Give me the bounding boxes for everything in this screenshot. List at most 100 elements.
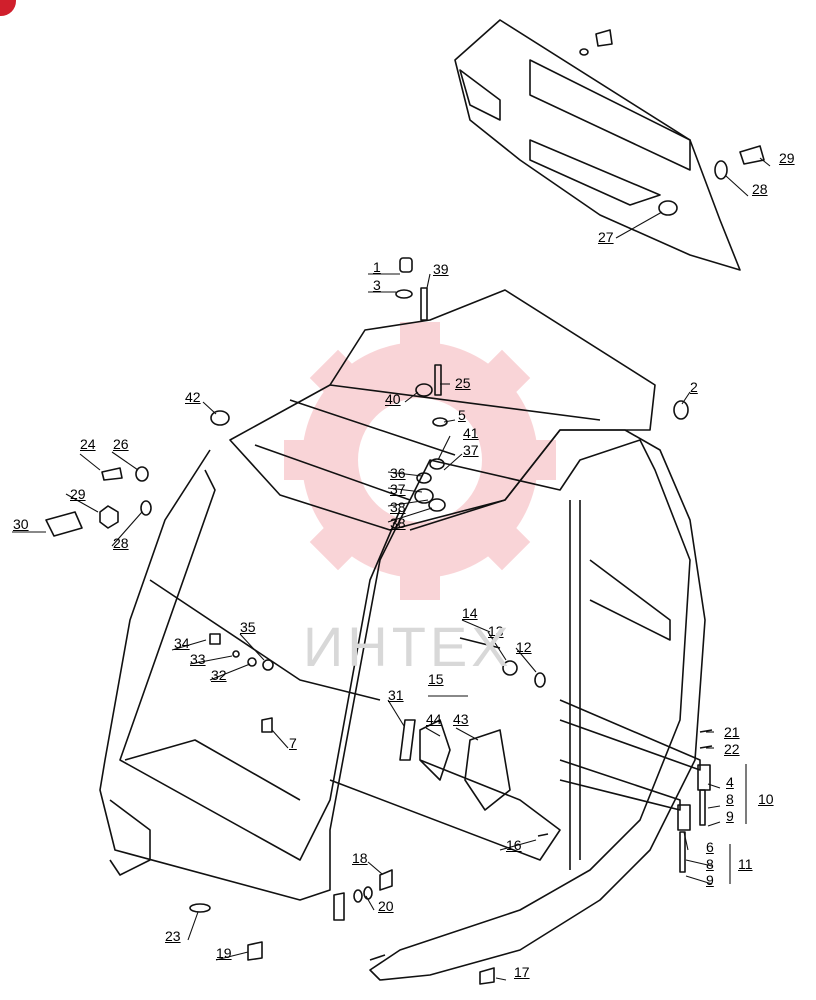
part-spring bbox=[699, 729, 713, 733]
callout-3: 3 bbox=[373, 277, 381, 293]
part-plate bbox=[247, 941, 263, 961]
part-ring bbox=[353, 889, 363, 903]
callout-6: 6 bbox=[706, 839, 714, 855]
part-grommet bbox=[189, 903, 211, 913]
parts bbox=[45, 29, 765, 985]
callout-38-lower: 38 bbox=[390, 515, 406, 531]
callout-28-left: 28 bbox=[113, 535, 129, 551]
callout-43: 43 bbox=[453, 711, 469, 727]
callout-21: 21 bbox=[724, 724, 740, 740]
callout-37-upper: 37 bbox=[463, 442, 479, 458]
callout-10: 10 bbox=[758, 791, 774, 807]
cab-frame bbox=[99, 429, 706, 981]
callout-17: 17 bbox=[514, 964, 530, 980]
part-long-bolt bbox=[459, 637, 501, 649]
part-nut bbox=[262, 659, 274, 671]
part-ring bbox=[579, 48, 589, 56]
callout-36: 36 bbox=[390, 465, 406, 481]
part-washer bbox=[232, 650, 240, 658]
callout-30: 30 bbox=[13, 516, 29, 532]
callout-24: 24 bbox=[80, 436, 96, 452]
callout-29-left: 29 bbox=[70, 486, 86, 502]
callout-34: 34 bbox=[174, 635, 190, 651]
callout-8-upper: 8 bbox=[726, 791, 734, 807]
part-nut bbox=[429, 458, 445, 470]
callout-35: 35 bbox=[240, 619, 256, 635]
callout-20: 20 bbox=[378, 898, 394, 914]
callout-22: 22 bbox=[724, 741, 740, 757]
part-washer bbox=[395, 289, 413, 299]
callout-26: 26 bbox=[113, 436, 129, 452]
callout-38-upper: 38 bbox=[390, 499, 406, 515]
part-cover bbox=[464, 729, 511, 811]
part-clevis bbox=[697, 764, 711, 791]
leader-lines bbox=[12, 157, 771, 981]
part-pin bbox=[679, 831, 686, 873]
watermark-text: ИНТЕХ bbox=[303, 615, 513, 678]
callout-28-right: 28 bbox=[752, 181, 768, 197]
part-ring bbox=[140, 500, 152, 516]
callout-5: 5 bbox=[458, 407, 466, 423]
callout-13: 13 bbox=[488, 623, 504, 639]
callout-16: 16 bbox=[506, 837, 522, 853]
part-clip bbox=[261, 717, 273, 733]
part-handle bbox=[419, 719, 451, 781]
part-cap bbox=[45, 511, 83, 537]
rear-panel-detail bbox=[454, 19, 741, 271]
part-plug bbox=[210, 410, 230, 426]
callout-18: 18 bbox=[352, 850, 368, 866]
callout-29-right: 29 bbox=[779, 150, 795, 166]
callout-1: 1 bbox=[373, 259, 381, 275]
part-nut bbox=[416, 472, 432, 484]
callout-32: 32 bbox=[211, 667, 227, 683]
part-fitting bbox=[379, 869, 393, 891]
part-clip bbox=[479, 967, 495, 985]
part-clevis bbox=[677, 804, 691, 831]
callout-33: 33 bbox=[190, 651, 206, 667]
part-nut bbox=[502, 660, 518, 676]
part-screw bbox=[537, 833, 549, 837]
callout-31: 31 bbox=[388, 687, 404, 703]
callout-9-upper: 9 bbox=[726, 808, 734, 824]
callout-44: 44 bbox=[426, 711, 442, 727]
part-block bbox=[209, 633, 221, 645]
part-fitting bbox=[595, 29, 613, 47]
callout-23: 23 bbox=[165, 928, 181, 944]
part-pin bbox=[399, 257, 413, 273]
part-ring bbox=[135, 466, 149, 482]
part-screw bbox=[101, 467, 123, 481]
part-nut bbox=[658, 200, 678, 216]
part-nut bbox=[415, 383, 433, 397]
part-nut bbox=[414, 488, 434, 504]
callout-2: 2 bbox=[690, 379, 698, 395]
callout-37-lower: 37 bbox=[390, 481, 406, 497]
part-washer bbox=[247, 657, 257, 667]
part-pin bbox=[699, 789, 706, 826]
part-nut bbox=[428, 498, 446, 512]
callout-27: 27 bbox=[598, 229, 614, 245]
part-bolt bbox=[420, 287, 428, 321]
callout-15: 15 bbox=[428, 671, 444, 687]
part-ring bbox=[363, 886, 373, 900]
callout-19: 19 bbox=[216, 945, 232, 961]
part-fitting bbox=[99, 505, 119, 529]
callout-40: 40 bbox=[385, 391, 401, 407]
part-bracket bbox=[399, 719, 416, 761]
callout-12: 12 bbox=[516, 639, 532, 655]
part-bolt bbox=[434, 364, 442, 396]
part-spring bbox=[699, 745, 713, 749]
callout-25: 25 bbox=[455, 375, 471, 391]
callout-4: 4 bbox=[726, 774, 734, 790]
watermark-logo bbox=[284, 322, 556, 600]
part-ring bbox=[714, 160, 728, 180]
callout-14: 14 bbox=[462, 605, 478, 621]
callout-8-lower: 8 bbox=[706, 856, 714, 872]
part-fitting bbox=[739, 145, 765, 165]
callout-11: 11 bbox=[738, 856, 753, 872]
callout-42: 42 bbox=[185, 389, 201, 405]
part-washer bbox=[534, 672, 546, 688]
callout-41: 41 bbox=[463, 425, 479, 441]
callout-39: 39 bbox=[433, 261, 449, 277]
